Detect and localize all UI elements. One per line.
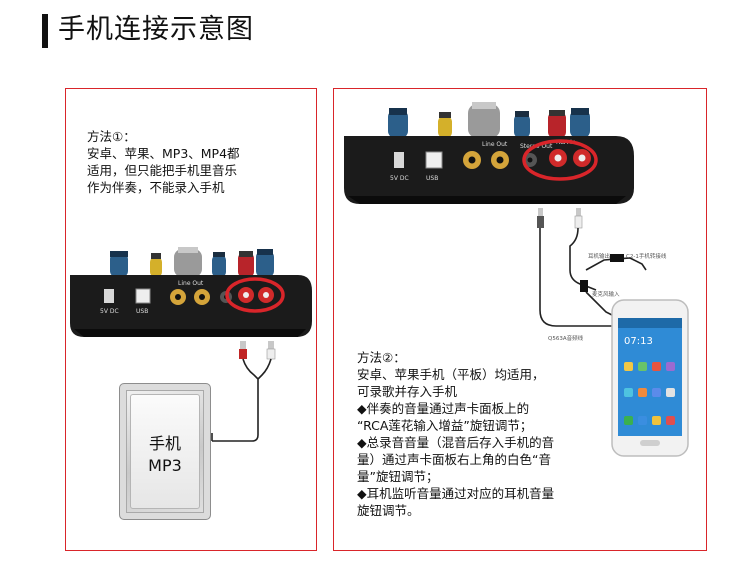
trs-plug-icon	[580, 280, 588, 292]
method2-line: 旋钮调节。	[357, 503, 420, 518]
app-grid-icon	[624, 362, 675, 425]
rca-plug-icon	[266, 341, 276, 360]
usb-label: USB	[136, 308, 148, 315]
knob-icon	[212, 252, 226, 277]
adapter-label: C2-1手机转接线	[626, 252, 667, 260]
dc-label: 5V DC	[100, 308, 119, 315]
smartphone-icon	[611, 299, 689, 457]
knob-icon	[238, 251, 254, 277]
knob-icon	[174, 247, 202, 277]
source-device-card: 手机 MP3	[119, 383, 211, 520]
knob-icon	[548, 110, 566, 138]
knob-icon	[150, 253, 162, 277]
dc-label: 5V DC	[390, 175, 409, 182]
splitter-icon	[610, 254, 624, 262]
audio-plug-icon	[537, 208, 544, 228]
adapter-cable	[585, 257, 647, 291]
method1-note: 方法①： 安卓、苹果、MP3、MP4都 适用，但只能把手机里音乐 作为伴奏，不能…	[87, 128, 240, 196]
audio-cable-label: Q563A音频线	[548, 334, 584, 342]
title-accent-bar	[42, 14, 48, 48]
method2-line: 量”旋钮调节；	[357, 469, 439, 484]
rca-highlight-ellipse	[522, 139, 598, 181]
line-out-label: Line Out	[482, 141, 508, 148]
knob-icon	[468, 102, 500, 138]
phone-time: 07:13	[624, 336, 653, 347]
knob-icon	[110, 251, 128, 277]
method2-line: ◆伴奏的音量通过声卡面板上的	[357, 401, 530, 416]
line-out-label: Line Out	[178, 280, 204, 287]
method1-heading: 方法①：	[87, 129, 136, 144]
y-cable	[212, 358, 272, 442]
knob-icon	[388, 108, 408, 138]
q563a-cable	[539, 228, 625, 327]
rca-highlight-ellipse	[225, 277, 285, 313]
source-device-line2: MP3	[148, 456, 182, 475]
headphone-out-label: 耳机输出	[588, 252, 610, 260]
mic-in-label: 麦克风输入	[592, 290, 620, 298]
source-device-line1: 手机	[148, 434, 181, 453]
knob-icon	[514, 111, 530, 138]
method2-line: 量）通过声卡面板右上角的白色“音	[357, 452, 551, 467]
dc-port-icon	[104, 289, 114, 303]
usb-label: USB	[426, 175, 438, 182]
method2-line: “RCA莲花输入增益”旋钮调节；	[357, 418, 533, 433]
method2-line: ◆耳机监听音量通过对应的耳机音量	[357, 486, 555, 501]
dc-port-icon	[394, 152, 404, 168]
usb-port-icon	[135, 288, 151, 304]
usb-port-icon	[425, 151, 443, 169]
method1-line: 适用，但只能把手机里音乐	[87, 163, 238, 178]
method2-line: 可录歌并存入手机	[357, 384, 458, 399]
soundcard-right-illustration: 5V DC USB Line Out Stereo Out RCA In C2-…	[344, 102, 689, 457]
knob-icon	[438, 112, 452, 138]
method2-heading: 方法②：	[357, 350, 406, 365]
method2-line: ◆总录音音量（混音后存入手机的音	[357, 435, 555, 450]
rca-plug-icon	[239, 341, 247, 359]
page-title: 手机连接示意图	[58, 14, 254, 45]
rca-plug-icon	[574, 208, 583, 229]
method1-line: 作为伴奏，不能录入手机	[87, 180, 225, 195]
mic-cable	[569, 227, 587, 287]
method2-note: 方法②： 安卓、苹果手机（平板）均适用， 可录歌并存入手机 ◆伴奏的音量通过声卡…	[357, 349, 554, 519]
method2-line: 安卓、苹果手机（平板）均适用，	[357, 367, 545, 382]
method1-line: 安卓、苹果、MP3、MP4都	[87, 146, 240, 161]
knob-icon	[256, 249, 274, 277]
soundcard-left-illustration: 5V DC USB Line Out	[70, 247, 312, 442]
knob-icon	[570, 108, 590, 138]
